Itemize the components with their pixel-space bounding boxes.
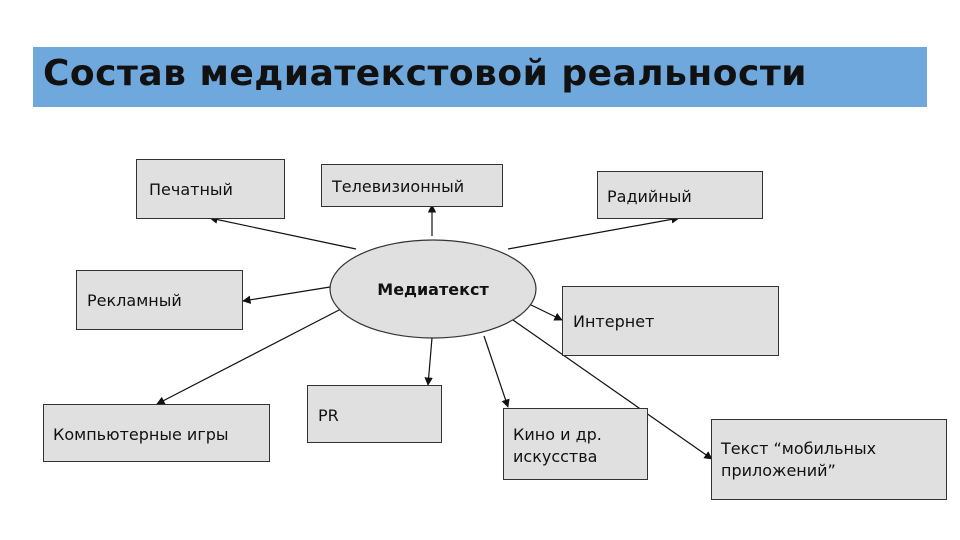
center-node-label: Медиатекст (377, 279, 489, 299)
arrow-to-cinema (483, 335, 510, 408)
node-mobile: Текст “мобильных приложений” (711, 419, 947, 500)
node-cinema-label-line1: Кино и др. (513, 425, 602, 444)
node-print-label: Печатный (149, 180, 233, 199)
node-cinema: Кино и др. искусства (503, 408, 648, 480)
slide-title: Состав медиатекстовой реальности (43, 53, 807, 94)
node-games-label: Компьютерные игры (53, 425, 229, 444)
node-tv-label: Телевизионный (332, 177, 465, 196)
node-internet-label: Интернет (573, 312, 655, 331)
node-cinema-label-line2: искусства (513, 447, 598, 466)
arrow-to-radio (507, 215, 680, 250)
node-radio: Радийный (597, 171, 763, 219)
node-pr-label: PR (318, 406, 339, 425)
node-internet: Интернет (562, 286, 779, 356)
arrow-to-print (209, 215, 357, 250)
center-ellipse (329, 239, 537, 339)
arrow-to-mobile (512, 319, 713, 460)
arrow-to-ads (242, 286, 331, 304)
node-print: Печатный (136, 159, 285, 219)
node-ads: Рекламный (76, 270, 243, 330)
node-mobile-label-line1: Текст “мобильных (721, 439, 877, 458)
node-mobile-label-line2: приложений” (721, 461, 836, 480)
node-tv: Телевизионный (321, 164, 503, 207)
title-bar: Состав медиатекстовой реальности (33, 47, 927, 107)
arrow-to-internet (526, 302, 563, 321)
node-radio-label: Радийный (607, 187, 692, 206)
node-ads-label: Рекламный (87, 291, 182, 310)
node-games: Компьютерные игры (43, 404, 270, 462)
arrow-to-pr (424, 337, 433, 386)
node-pr: PR (307, 385, 442, 443)
arrow-to-games (156, 308, 342, 405)
